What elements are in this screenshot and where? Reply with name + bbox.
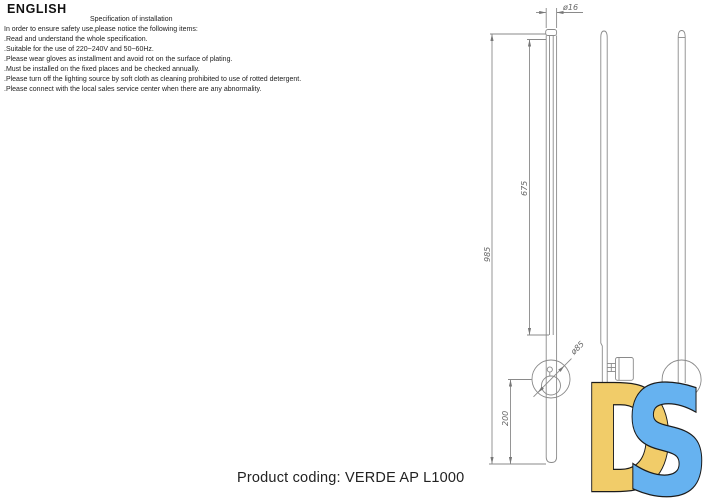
dimension-label-total-height: 985 <box>483 247 492 262</box>
dimension-label-lamp-length: 675 <box>520 181 529 196</box>
dimension-lines <box>489 8 583 465</box>
logo-letter-d-icon: D <box>582 381 674 500</box>
product-coding: Product coding: VERDE AP L1000 <box>237 470 465 486</box>
view-profile-bracket <box>600 30 634 384</box>
spec-intro: In order to ensure safety use,please not… <box>4 26 198 33</box>
dimension-label-diameter-top: ø16 <box>562 3 578 12</box>
dimension-label-bottom-to-plate: 200 <box>501 411 510 426</box>
spec-title: Specification of installation <box>90 16 173 23</box>
language-heading: ENGLISH <box>7 2 67 16</box>
logo-letter-s-icon: S <box>624 381 710 500</box>
spec-item: .Please wear gloves as installment and a… <box>4 56 233 63</box>
dimension-label-plate-diameter: ø85 <box>568 339 586 357</box>
spec-item: .Read and understand the whole specifica… <box>4 36 148 43</box>
ds-logo: D S <box>581 381 712 500</box>
spec-item: .Please connect with the local sales ser… <box>4 86 262 93</box>
view-side-dimensioned <box>531 29 571 463</box>
spec-item: .Please turn off the lighting source by … <box>4 76 302 83</box>
spec-item: .Must be installed on the fixed places a… <box>4 66 200 73</box>
view-front-canopy <box>661 30 702 400</box>
spec-item: .Suitable for the use of 220~240V and 50… <box>4 46 154 53</box>
spec-instructions: In order to ensure safety use,please not… <box>4 25 301 95</box>
